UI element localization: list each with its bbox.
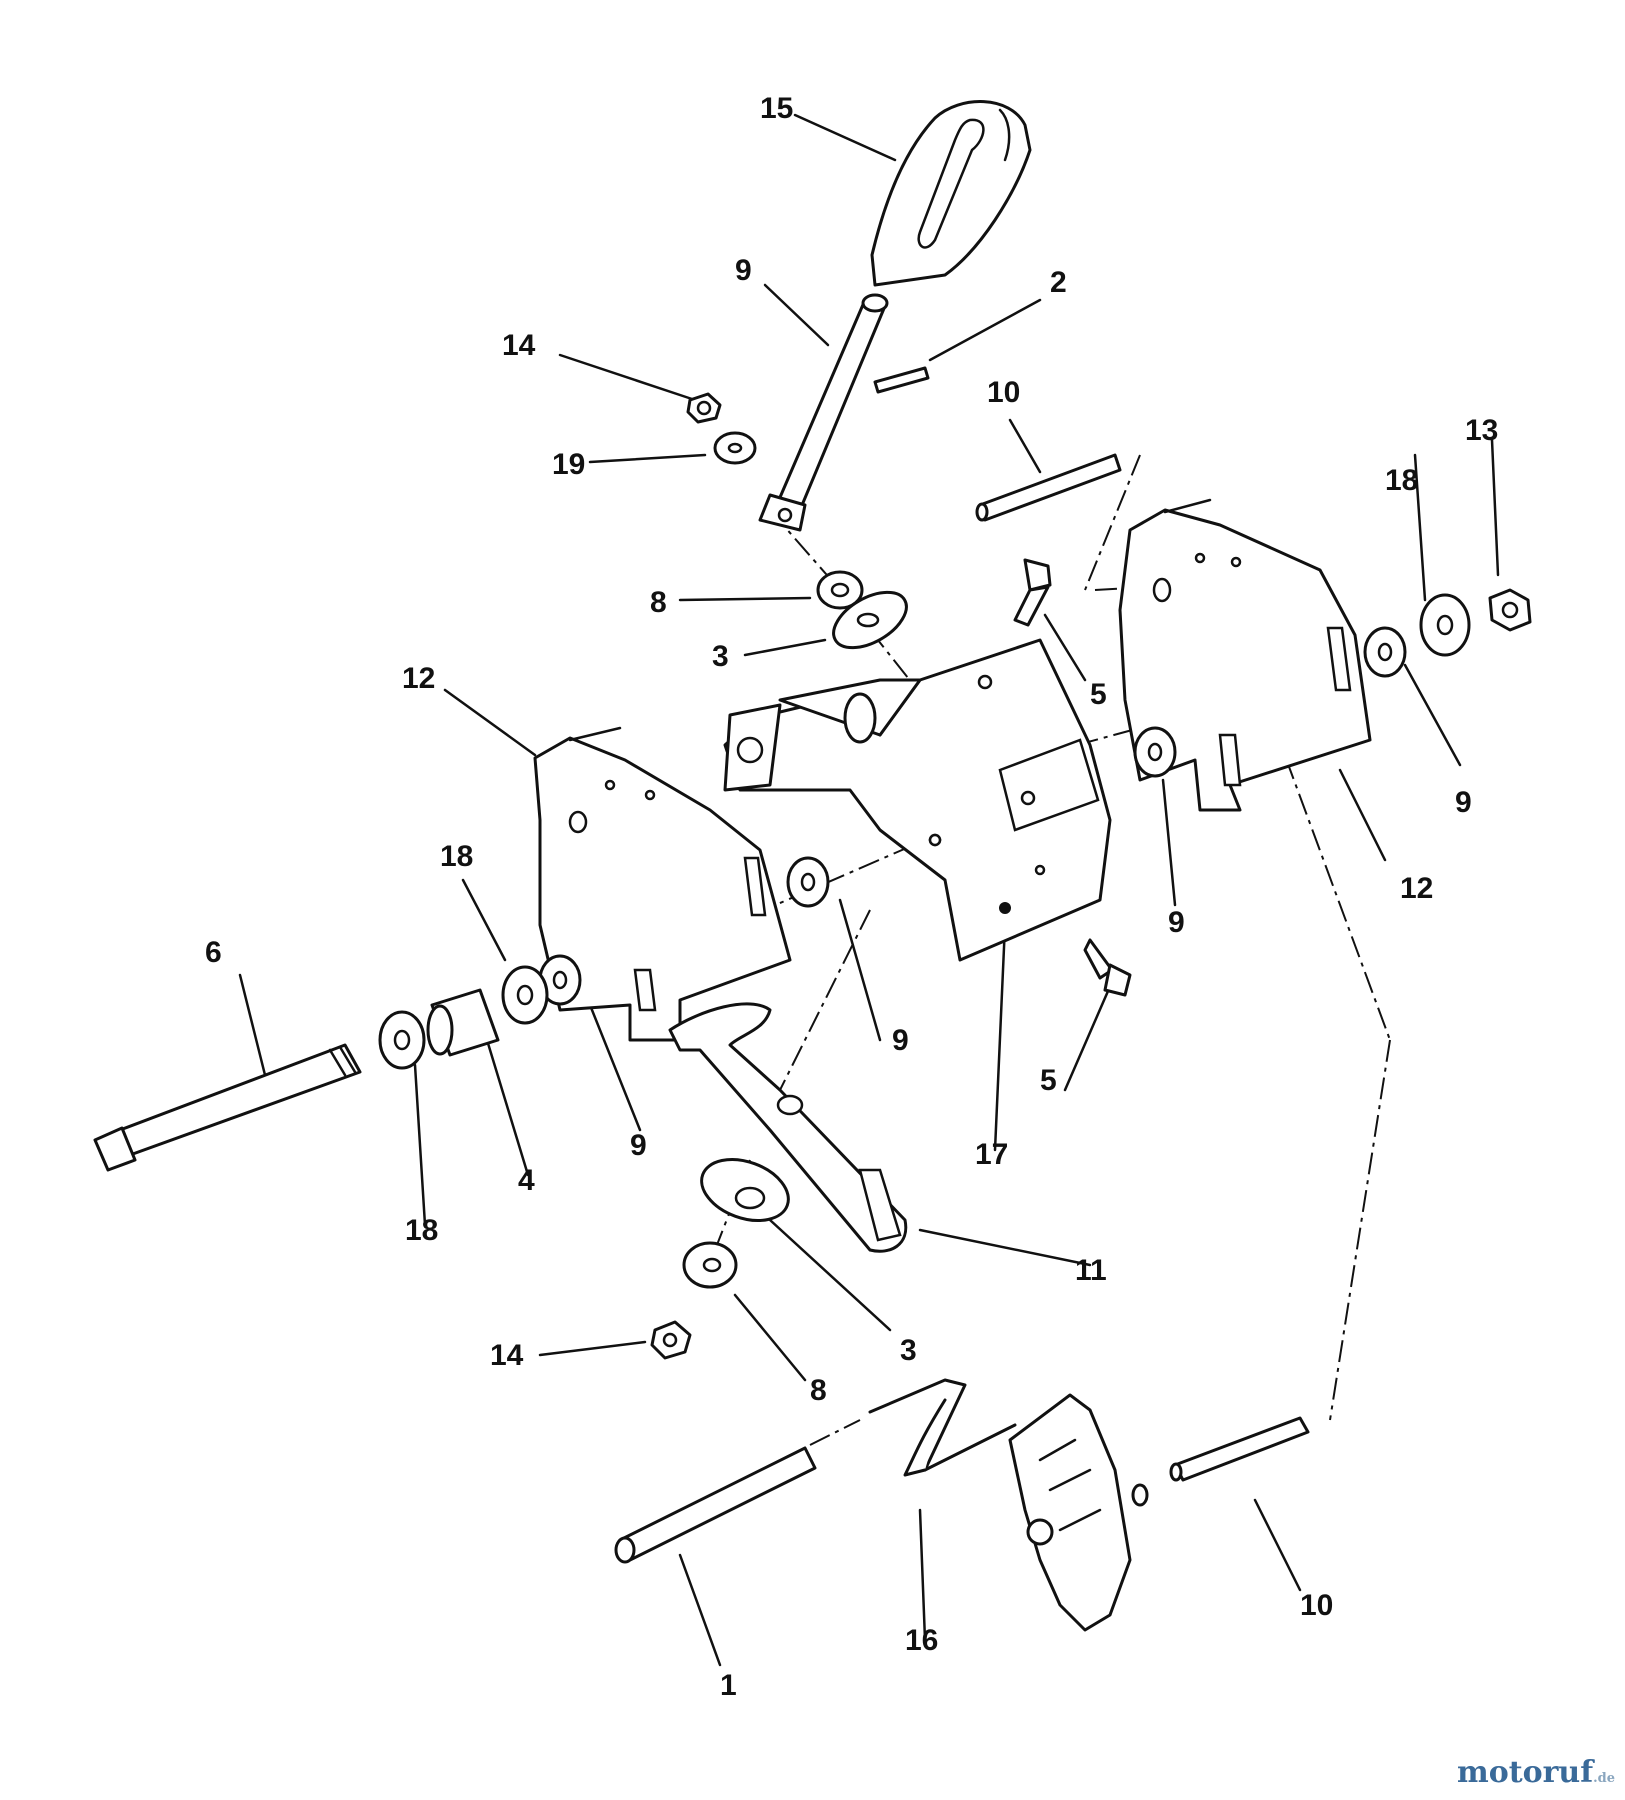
bushing-part-8-upper [816,570,864,610]
nut-part-14-lower [650,1320,692,1360]
callout-12: 12 [1400,872,1433,905]
bolt-part-5-lower [1083,938,1132,997]
watermark: motoruf.de [1457,1755,1615,1790]
callout-18: 18 [1385,464,1418,497]
washer-part-9-b [1363,626,1407,678]
callout-18: 18 [440,840,473,873]
callout-6: 6 [205,936,222,969]
pin-part-2 [873,366,930,394]
callout-10: 10 [987,376,1020,409]
bolt-part-6 [93,1043,362,1172]
callout-15: 15 [760,92,793,125]
callout-11: 11 [1075,1254,1107,1287]
side-plate-part-12-left [533,726,942,1042]
washer-part-18-c [378,1010,426,1070]
handle-grip-part-15 [870,100,1032,287]
callout-14: 14 [490,1339,524,1372]
washer-part-18-b [501,965,549,1025]
watermark-text: motoruf [1456,1755,1594,1790]
callout-5: 5 [1090,678,1107,711]
callout-14: 14 [502,329,536,362]
washer-part-3-lower [700,1158,790,1222]
callout-13: 13 [1465,414,1498,447]
callout-9: 9 [1455,786,1472,819]
spring-part-16 [868,1378,1017,1477]
callout-9: 9 [630,1129,647,1162]
callout-3: 3 [712,640,729,673]
callout-1: 1 [720,1669,737,1702]
callout-2: 2 [1050,266,1067,299]
leader-lines [238,113,1500,1667]
bushing-part-8-lower [682,1241,738,1289]
callout-16: 16 [905,1624,938,1657]
shift-arm-part-11 [668,1002,908,1253]
callout-3: 3 [900,1334,917,1367]
side-plate-part-12-right [1118,498,1372,812]
callout-10: 10 [1300,1589,1333,1622]
callout-9: 9 [892,1024,909,1057]
callout-7: 9 [735,254,752,287]
callout-4: 4 [518,1164,535,1197]
nut-part-14-upper [686,392,722,424]
watermark-suffix: .de [1593,1771,1615,1786]
washer-part-9-a [1133,726,1177,778]
callout-19: 19 [552,448,585,481]
callout-17: 17 [975,1138,1008,1171]
washer-part-19 [713,431,757,465]
callout-12: 12 [402,662,435,695]
shift-rod-part-7 [758,293,889,532]
washer-part-9-c [786,856,830,908]
pin-part-10-lower [1169,1416,1310,1482]
pin-part-10-upper [975,453,1122,522]
bolt-part-5-upper [1013,558,1052,627]
callout-5: 5 [1040,1064,1057,1097]
detent-assembly [1008,1393,1149,1632]
rod-part-1 [614,1446,817,1564]
spacer-part-4 [426,988,500,1057]
washer-part-18-a [1419,593,1471,657]
callout-9: 9 [1168,906,1185,939]
callout-8: 8 [810,1374,827,1407]
shift-bracket-part-17 [723,638,1112,962]
callout-18: 18 [405,1214,438,1247]
washer-part-3-upper [832,590,908,650]
callouts: 15 9 2 14 19 10 18 13 8 3 12 5 9 12 9 18… [205,92,1498,1702]
callout-8: 8 [650,586,667,619]
nut-part-13 [1488,588,1532,632]
